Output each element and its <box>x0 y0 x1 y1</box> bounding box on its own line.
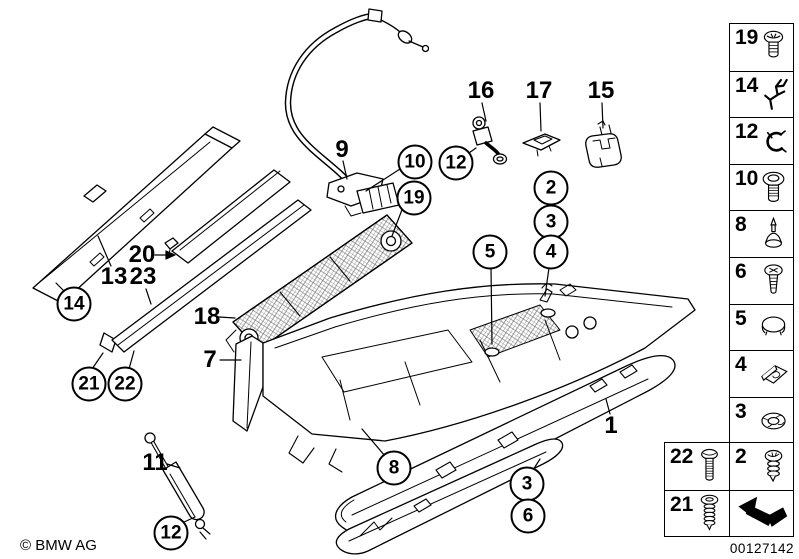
part-sill-strip <box>99 199 312 353</box>
callout-4[interactable]: 4 <box>533 234 569 270</box>
part-lock-actuator-9 <box>326 172 400 217</box>
leader-13 <box>97 235 112 267</box>
callout-23[interactable]: 23 <box>129 263 157 290</box>
leader-11 <box>166 463 181 469</box>
legend-part-number: 14 <box>735 73 759 97</box>
leader-15 <box>601 102 604 129</box>
part-trim-panel-13 <box>32 126 241 304</box>
callout-2[interactable]: 2 <box>533 170 569 206</box>
legend-item-3[interactable]: 3 <box>730 396 793 444</box>
callout-7[interactable]: 7 <box>203 346 217 373</box>
leader-17 <box>539 102 542 132</box>
callout-leader-lines <box>55 102 611 524</box>
expansion-rivet-icon <box>757 214 790 254</box>
coil-screw-icon <box>757 447 790 487</box>
fastener-legend-column: 19 14 12 10 8 6 5 4 3 <box>729 23 794 445</box>
callout-8[interactable]: 8 <box>376 450 412 486</box>
callout-19[interactable]: 19 <box>396 180 432 216</box>
spring-clip-icon <box>757 121 790 161</box>
leader-21 <box>91 352 104 370</box>
pan-head-screw-icon <box>757 27 790 67</box>
reference-arrow-icon <box>736 495 788 531</box>
legend-part-number: 3 <box>735 399 747 423</box>
legend-part-number: 21 <box>670 492 694 516</box>
callout-13[interactable]: 13 <box>100 263 128 290</box>
callout-14[interactable]: 14 <box>56 286 92 322</box>
part-glovebox-lamp-16 <box>472 116 508 165</box>
callout-20[interactable]: 20 <box>128 241 156 268</box>
copyright-notice: © BMW AG <box>20 537 97 554</box>
leader-8 <box>361 428 386 457</box>
leader-22 <box>128 350 135 370</box>
legend-part-number: 5 <box>735 306 747 330</box>
legend-item-12[interactable]: 12 <box>730 117 793 164</box>
leader-18 <box>218 316 236 319</box>
callout-9[interactable]: 9 <box>335 136 349 163</box>
part-glovebox-lid-1 <box>334 354 676 535</box>
leader-9 <box>342 160 348 180</box>
callout-17[interactable]: 17 <box>525 77 553 104</box>
legend-part-number: 8 <box>735 213 747 237</box>
legend-item-5[interactable]: 5 <box>730 303 793 351</box>
legend-part-number: 22 <box>670 445 694 469</box>
legend-item-arrow[interactable] <box>729 489 793 536</box>
legend-part-number: 6 <box>735 259 747 283</box>
part-clip-17 <box>522 133 561 157</box>
legend-item-21[interactable]: 21 <box>665 489 729 536</box>
callout-15[interactable]: 15 <box>587 77 615 104</box>
callout-6[interactable]: 6 <box>510 498 546 534</box>
legend-item-10[interactable]: 10 <box>730 163 793 211</box>
leader-1 <box>605 398 611 415</box>
legend-part-number: 10 <box>735 166 759 190</box>
callout-11[interactable]: 11 <box>142 449 168 476</box>
grommet-washer-icon <box>757 401 790 441</box>
legend-item-8[interactable]: 8 <box>730 210 793 257</box>
leader-19 <box>391 206 404 237</box>
callout-10[interactable]: 10 <box>397 144 433 180</box>
leader-23 <box>145 288 152 305</box>
long-bolt-icon <box>693 447 726 487</box>
legend-part-number: 2 <box>735 445 747 469</box>
callout-16[interactable]: 16 <box>467 77 495 104</box>
part-glovebox-housing-7 <box>232 283 696 473</box>
legend-item-4[interactable]: 4 <box>730 350 793 397</box>
callout-12a[interactable]: 12 <box>438 145 474 181</box>
legend-item-22[interactable]: 22 <box>665 443 729 489</box>
diagram-number: 00127142 <box>729 541 794 556</box>
tapping-screw-icon <box>757 261 790 301</box>
callout-3a[interactable]: 3 <box>533 204 569 240</box>
legend-item-14[interactable]: 14 <box>730 70 793 118</box>
legend-item-2[interactable]: 2 <box>729 443 793 490</box>
long-coil-screw-icon <box>693 493 726 533</box>
part-bracket-15 <box>585 120 622 168</box>
leader-arrowhead-20 <box>165 250 176 260</box>
legend-item-6[interactable]: 6 <box>730 256 793 304</box>
callout-5[interactable]: 5 <box>472 234 508 270</box>
legend-part-number: 4 <box>735 353 747 377</box>
legend-item-19[interactable]: 19 <box>730 24 793 71</box>
leader-4 <box>544 267 550 297</box>
callout-12b[interactable]: 12 <box>153 515 189 551</box>
legend-part-number: 12 <box>735 120 759 144</box>
callout-21[interactable]: 21 <box>71 366 107 402</box>
callout-1[interactable]: 1 <box>604 412 618 439</box>
clip-nut-icon <box>757 354 790 394</box>
callout-3b[interactable]: 3 <box>509 466 545 502</box>
part-trim-panel-23 <box>164 169 291 264</box>
leader-5 <box>490 267 493 345</box>
callout-22[interactable]: 22 <box>107 366 143 402</box>
legend-part-number: 19 <box>735 26 759 49</box>
part-bowden-cable <box>284 8 430 190</box>
leader-10 <box>365 168 401 192</box>
retaining-clip-icon <box>757 74 790 114</box>
cover-cap-icon <box>757 307 790 347</box>
part-gas-strut-11 <box>144 432 211 540</box>
callout-18[interactable]: 18 <box>193 303 221 330</box>
torx-screw-icon <box>757 168 790 208</box>
part-lid-trim <box>335 438 564 555</box>
leader-16 <box>481 102 487 122</box>
